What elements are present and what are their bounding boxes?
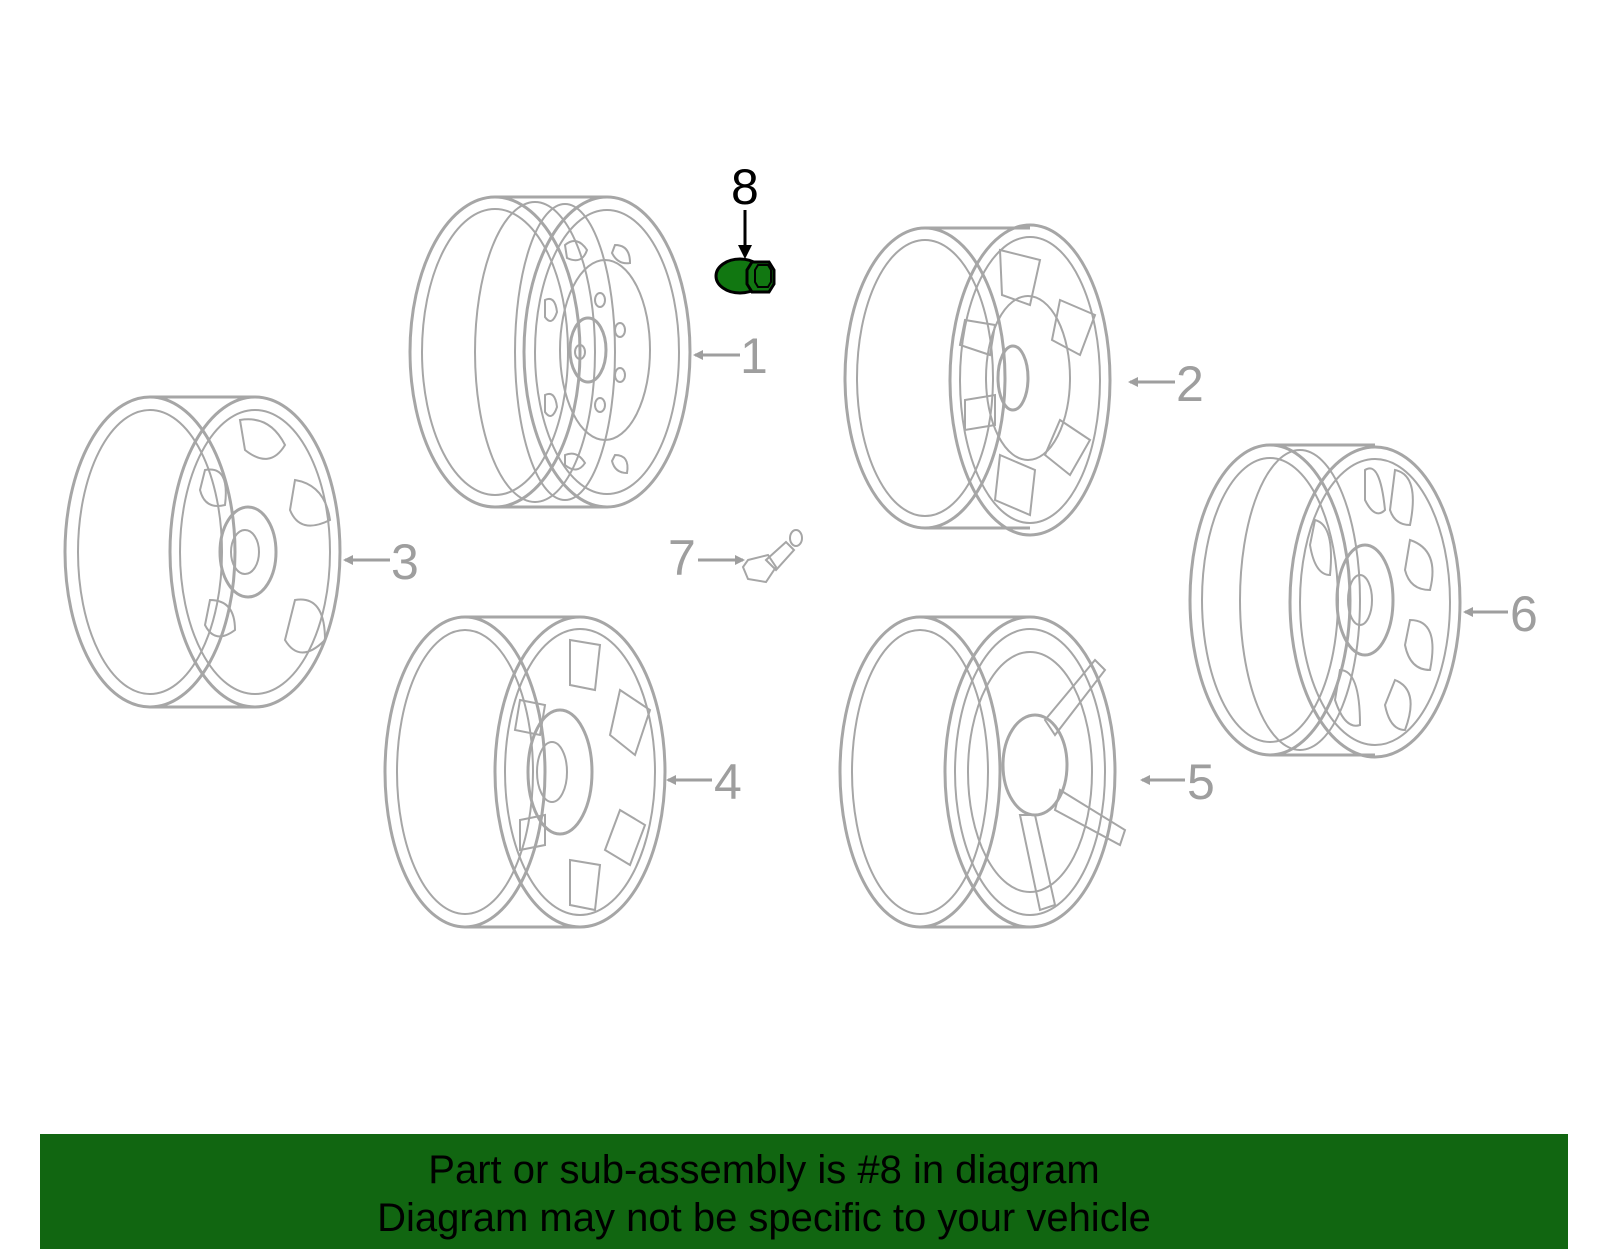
banner-line-1: Part or sub-assembly is #8 in diagram [428,1148,1100,1192]
wheel-2[interactable] [843,223,1112,537]
wheel-3[interactable] [63,395,342,709]
callout-3[interactable]: 3 [391,534,419,590]
banner-line-2: Diagram may not be specific to your vehi… [377,1196,1151,1240]
callout-4[interactable]: 4 [714,754,742,810]
wheel-6[interactable] [1188,443,1462,759]
callout-5[interactable]: 5 [1187,754,1215,810]
lug-nut-part-8[interactable] [714,257,776,295]
callout-6[interactable]: 6 [1510,586,1538,642]
callout-1[interactable]: 1 [740,328,768,384]
wheel-4[interactable] [383,615,667,929]
wheel-1[interactable] [408,195,692,509]
valve-stem-part-7[interactable] [741,529,803,584]
callout-2[interactable]: 2 [1176,356,1204,412]
callout-7[interactable]: 7 [668,530,696,586]
wheel-5[interactable] [838,615,1127,929]
callout-8[interactable]: 8 [731,159,759,215]
part-info-banner: Part or sub-assembly is #8 in diagram Di… [40,1134,1568,1249]
